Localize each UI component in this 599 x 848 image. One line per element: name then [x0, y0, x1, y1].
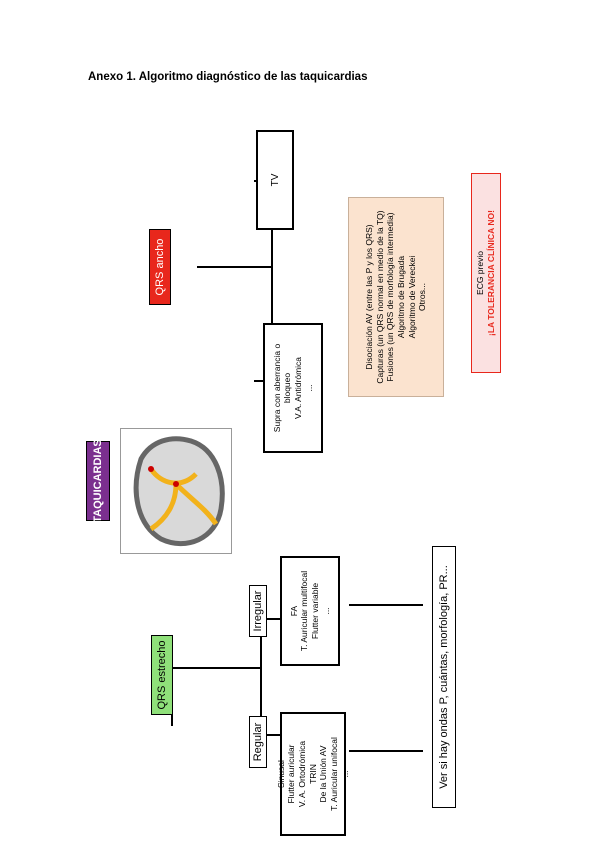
criteria-box: Disociación AV (entre las P y los QRS) C… — [348, 197, 444, 397]
tolerance-line2: ¡LA TOLERANCIA CLÍNICA NO! — [486, 210, 496, 336]
heart-conduction-image — [120, 428, 232, 554]
connector-wide-h — [197, 266, 271, 268]
irregular-item: FA — [288, 605, 299, 617]
irregular-item: Flutter variable — [310, 582, 320, 640]
irregular-node: Irregular — [249, 585, 267, 637]
supra-item: Supra con aberrancia o — [271, 343, 282, 433]
page-title: Anexo 1. Algoritmo diagnóstico de las ta… — [88, 71, 368, 83]
root-node: TAQUICARDIAS — [86, 439, 110, 523]
irregular-label: Irregular — [252, 590, 264, 632]
regular-item: ... — [339, 770, 350, 778]
irregular-item: T. Auricular multifocal — [299, 570, 310, 652]
connector-regular-irregular — [260, 618, 262, 734]
tv-label: TV — [269, 173, 281, 187]
wide-qrs-node: QRS ancho — [149, 229, 171, 305]
tolerance-box: ECG previo ¡LA TOLERANCIA CLÍNICA NO! — [471, 173, 501, 373]
connector-to-bottom-note-b — [349, 750, 423, 752]
criteria-item: Disociación AV (entre las P y los QRS) — [364, 224, 375, 370]
root-label: TAQUICARDIAS — [92, 439, 104, 523]
narrow-qrs-label: QRS estrecho — [156, 640, 168, 710]
criteria-item: Capturas (un QRS normal en medio de la T… — [374, 210, 385, 384]
narrow-qrs-node: QRS estrecho — [151, 635, 173, 715]
regular-item: Sinusal — [275, 760, 286, 788]
connector-irregular — [260, 618, 284, 620]
tolerance-line1: ECG previo — [475, 251, 486, 295]
regular-item: Flutter auricular — [286, 744, 297, 804]
regular-item: T. Auricular unifocal — [328, 737, 339, 811]
criteria-item: Otros... — [417, 283, 428, 311]
irregular-list-box: FA T. Auricular multifocal Flutter varia… — [280, 556, 340, 666]
regular-item: V. A. Ortodrómica — [297, 740, 308, 808]
wide-qrs-label: QRS ancho — [154, 238, 166, 296]
supra-item: ... — [303, 384, 314, 392]
regular-label: Regular — [252, 722, 264, 762]
supra-item: bloqueo — [282, 372, 293, 404]
connector-tv-supra — [271, 180, 273, 380]
irregular-item: ... — [320, 607, 331, 615]
criteria-item: Fusiones (un QRS de morfología intermedi… — [385, 212, 396, 382]
bottom-note-box: Ver si hay ondas P, cuántas, morfología,… — [432, 546, 456, 808]
criteria-item: Algoritmo de Vereckei — [406, 255, 417, 339]
connector-regular — [260, 734, 284, 736]
connector-to-bottom-note-a — [349, 604, 423, 606]
bottom-note-text: Ver si hay ondas P, cuántas, morfología,… — [438, 565, 450, 789]
regular-item: TRIN — [307, 764, 318, 784]
regular-node: Regular — [249, 716, 267, 768]
regular-list-box: Sinusal Flutter auricular V. A. Ortodróm… — [276, 712, 350, 836]
tv-node: TV — [256, 130, 294, 230]
connector-narrow-h — [171, 667, 261, 669]
supra-item: V.A. Antidrómica — [293, 356, 303, 420]
supra-box: Supra con aberrancia o bloqueo V.A. Anti… — [263, 323, 323, 453]
regular-item: De la Unión AV — [318, 745, 329, 803]
criteria-item: Algoritmo de Brugada — [396, 255, 406, 339]
